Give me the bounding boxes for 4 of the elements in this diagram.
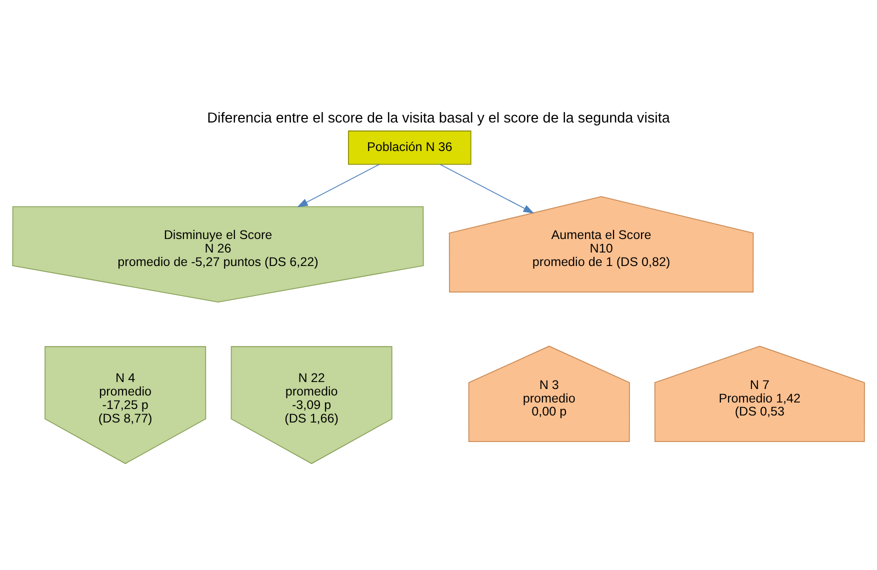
arrow	[440, 163, 534, 213]
diagram-title: Diferencia entre el score de la visita basal y el score de la segunda visita	[207, 110, 670, 126]
node-box: Población N 36	[348, 130, 472, 164]
arrow	[297, 163, 380, 207]
